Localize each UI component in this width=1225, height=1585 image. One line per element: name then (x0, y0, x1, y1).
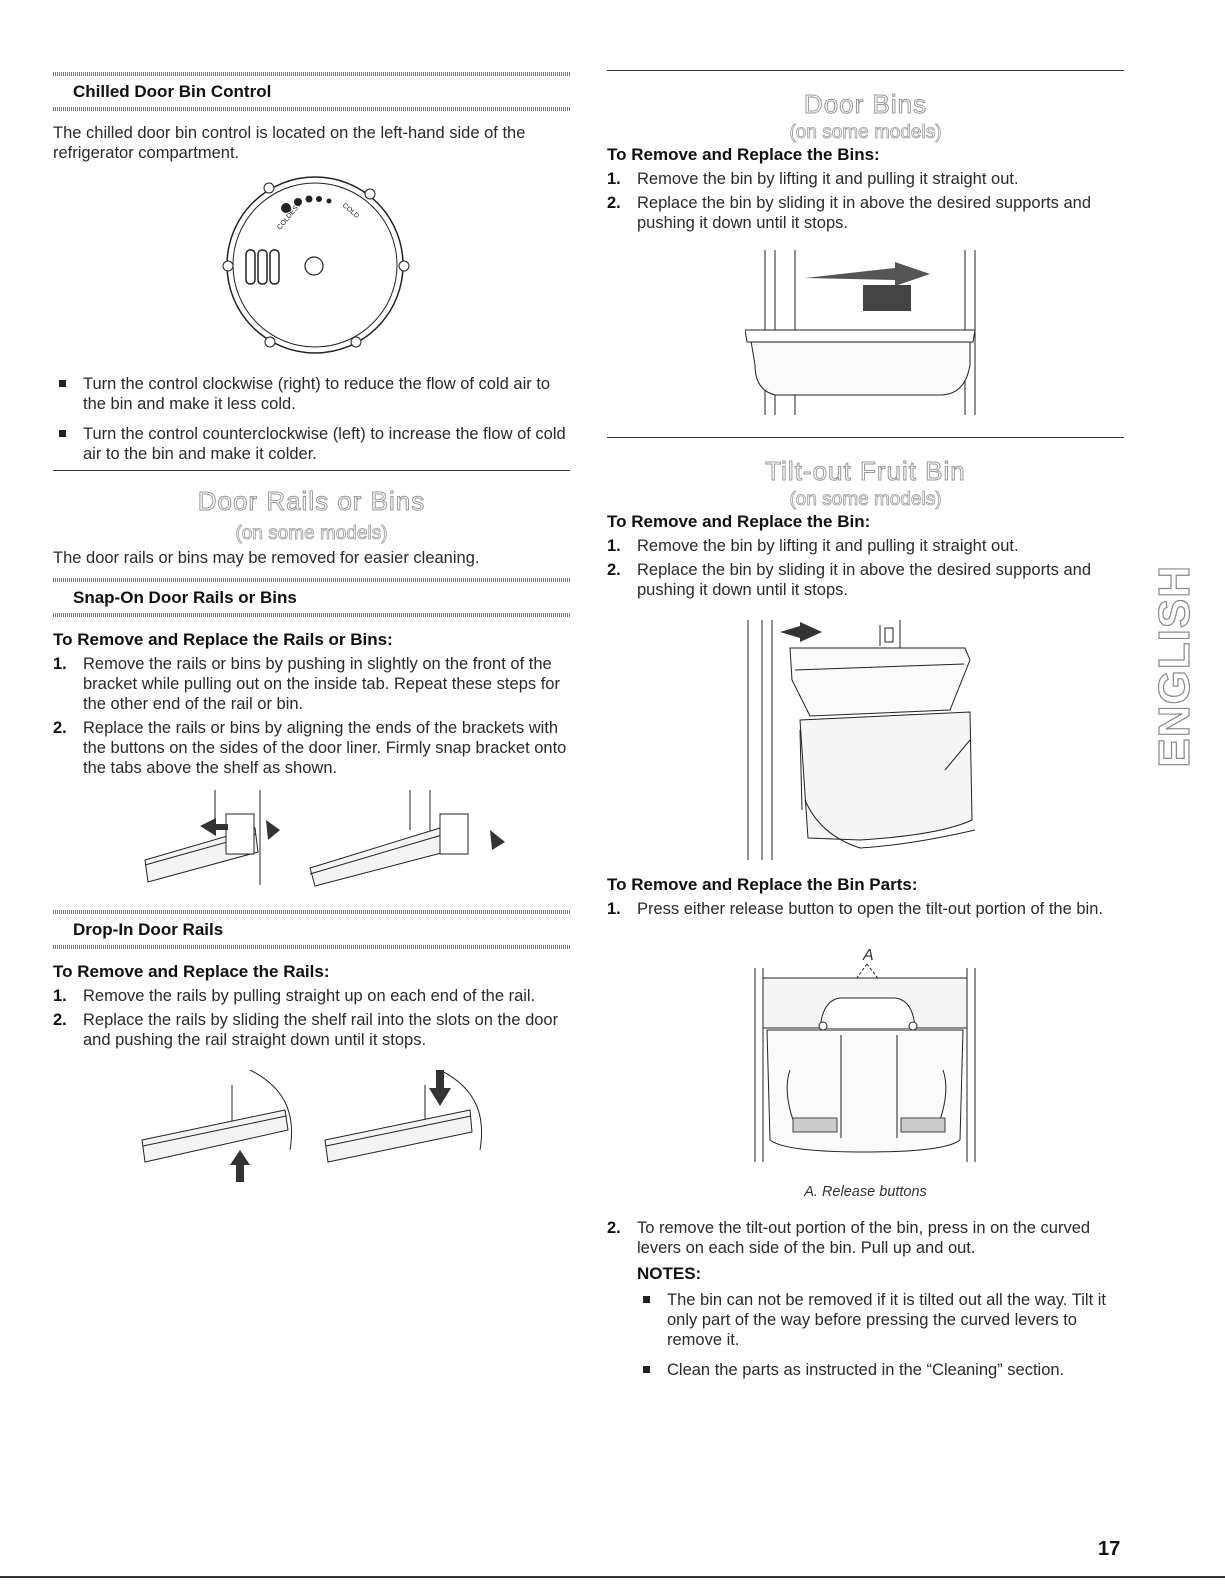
tilt-out-title: Tilt-out Fruit Bin (765, 456, 966, 487)
chilled-door-bin-heading: Chilled Door Bin Control (73, 82, 272, 101)
list-item: 2.Replace the bin by sliding it in above… (607, 194, 1092, 232)
chilled-bullets: Turn the control clockwise (right) to re… (53, 368, 570, 464)
list-item: 2.Replace the rails or bins by aligning … (53, 719, 567, 777)
tilt-out-section: Tilt-out Fruit Bin (on some models) To R… (607, 437, 1124, 600)
drop-in-section: Drop-In Door Rails To Remove and Replace… (53, 910, 570, 1050)
door-rails-section: Door Rails or Bins (on some models) The … (53, 470, 570, 778)
drop-in-heading: Drop-In Door Rails (73, 920, 224, 939)
section-divider (53, 107, 570, 111)
release-buttons-figure: A (745, 940, 985, 1170)
section-divider (53, 578, 570, 582)
bin-parts-procedure: To Remove and Replace the Bin Parts: (607, 875, 918, 894)
section-rule (53, 470, 570, 471)
release-buttons-caption: A. Release buttons (804, 1184, 927, 1200)
left-column: Chilled Door Bin Control The chilled doo… (53, 0, 570, 163)
page-number: 17 (1098, 1538, 1121, 1560)
tilt-out-subtitle: (on some models) (789, 489, 942, 511)
door-rails-subtitle: (on some models) (235, 523, 388, 545)
snap-on-procedure: To Remove and Replace the Rails or Bins: (53, 630, 393, 649)
dial-cold-label: COLD (341, 202, 360, 220)
section-divider (53, 910, 570, 914)
language-side-tab: ENGLISH (1149, 564, 1199, 768)
section-divider (53, 613, 570, 617)
bin-parts-continued: A. Release buttons 2.To remove the tilt-… (607, 1184, 1124, 1380)
section-divider (53, 945, 570, 949)
snap-on-heading: Snap-On Door Rails or Bins (73, 588, 297, 607)
list-item: 2.To remove the tilt-out portion of the … (607, 1219, 1091, 1257)
list-item: Turn the control clockwise (right) to re… (53, 374, 570, 414)
section-divider (53, 72, 570, 76)
door-rails-title: Door Rails or Bins (197, 486, 426, 517)
list-item: The bin can not be removed if it is tilt… (637, 1290, 1124, 1350)
notes-list: The bin can not be removed if it is tilt… (637, 1290, 1124, 1380)
list-item: 1.Remove the bin by lifting it and pulli… (607, 170, 1019, 188)
bin-parts-section: To Remove and Replace the Bin Parts: 1.P… (607, 875, 1124, 919)
chilled-intro: The chilled door bin control is located … (53, 124, 526, 162)
section-rule (607, 70, 1124, 71)
door-rails-intro: The door rails or bins may be removed fo… (53, 549, 480, 567)
right-column: Door Bins (on some models) To Remove and… (607, 0, 1124, 233)
door-bins-title: Door Bins (803, 89, 928, 120)
notes-label: NOTES: (637, 1264, 702, 1283)
list-item: 2.Replace the rails by sliding the shelf… (53, 1011, 559, 1049)
drop-in-procedure: To Remove and Replace the Rails: (53, 962, 330, 981)
tilt-out-procedure: To Remove and Replace the Bin: (607, 512, 871, 531)
page-bottom-rule (0, 1576, 1225, 1578)
list-item: 1.Remove the rails or bins by pushing in… (53, 655, 560, 713)
drop-in-rails-figure (140, 1070, 500, 1190)
list-item: Turn the control counterclockwise (left)… (53, 424, 570, 464)
list-item: 1.Press either release button to open th… (607, 900, 1103, 918)
door-bins-subtitle: (on some models) (789, 122, 942, 144)
chilled-control-dial-figure: COLDEST COLD (220, 170, 410, 360)
section-rule (607, 437, 1124, 438)
tilt-out-bin-figure (740, 620, 990, 865)
list-item: 2.Replace the bin by sliding it in above… (607, 561, 1092, 599)
door-bins-procedure: To Remove and Replace the Bins: (607, 145, 880, 164)
snap-on-rails-figure (140, 790, 520, 890)
callout-a-label: A (862, 947, 874, 964)
door-bin-figure (745, 250, 985, 420)
list-item: 1.Remove the rails by pulling straight u… (53, 987, 536, 1005)
list-item: Clean the parts as instructed in the “Cl… (637, 1360, 1124, 1380)
list-item: 1.Remove the bin by lifting it and pulli… (607, 537, 1019, 555)
